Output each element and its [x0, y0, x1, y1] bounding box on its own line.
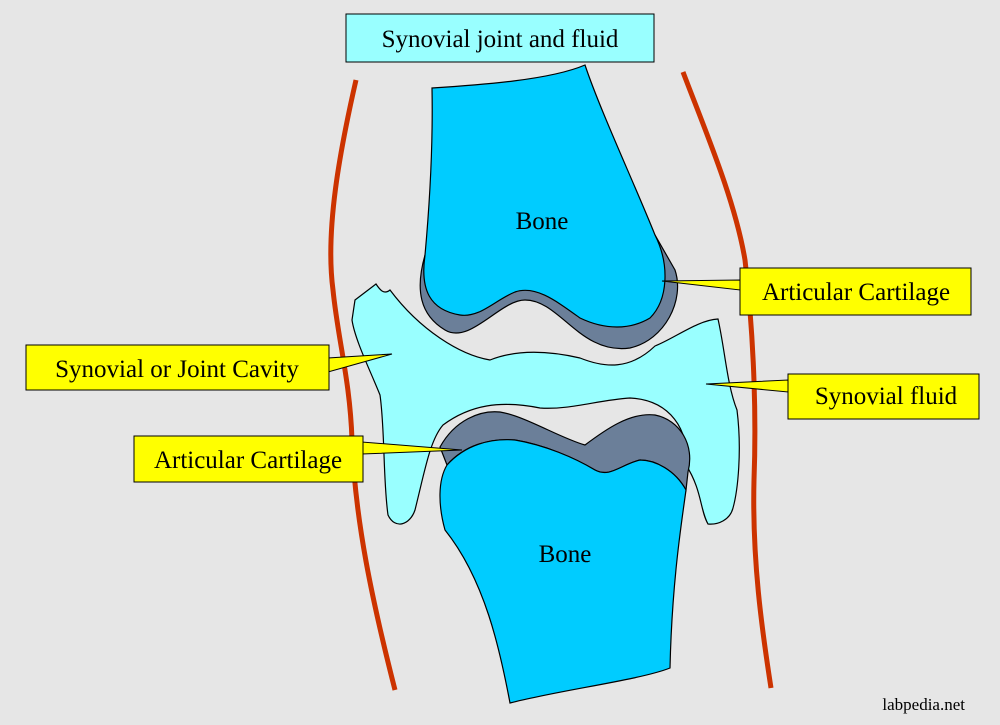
joint-cavity-box: [25, 344, 330, 391]
bone-lower-label: Bone: [539, 541, 592, 568]
articular-cartilage-lower-box: [133, 435, 364, 483]
bone-upper-label: Bone: [516, 208, 569, 235]
synovial-fluid-label: Synovial fluid: [815, 383, 958, 410]
articular-cartilage-lower-label: Articular Cartilage: [154, 447, 342, 474]
diagram-title: Synovial joint and fluid: [382, 26, 619, 53]
bone-upper-shape: [423, 64, 666, 328]
title-box: [345, 13, 655, 63]
joint-cavity-label: Synovial or Joint Cavity: [55, 356, 299, 383]
watermark: labpedia.net: [882, 695, 965, 714]
joint-capsule-right: [680, 71, 774, 689]
synovial-cavity-shape: [351, 283, 740, 525]
synovial-fluid-box: [787, 373, 980, 420]
bone-lower-shape: [439, 439, 687, 704]
articular-cartilage-upper-label: Articular Cartilage: [762, 279, 950, 306]
articular-cartilage-upper-box: [739, 267, 972, 316]
